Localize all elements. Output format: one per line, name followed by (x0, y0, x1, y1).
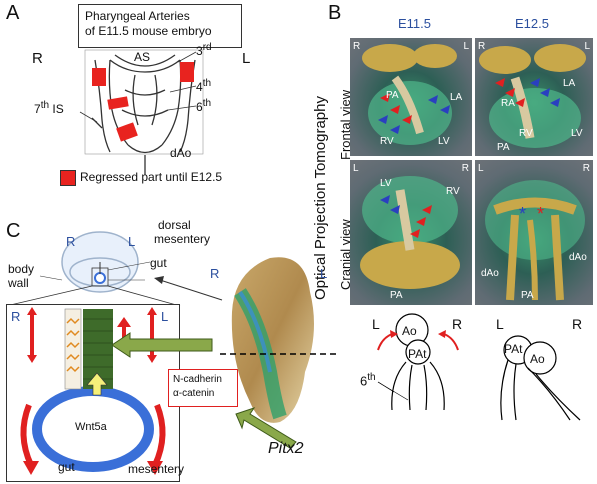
regressed-segment-3rd-left (92, 68, 106, 86)
arch-4th-label: 4th (196, 78, 212, 94)
panel-a-title-line2: of E11.5 mouse embryo (85, 24, 212, 38)
img2-lv-label: LV (571, 128, 583, 139)
alpha-catenin-label: α-catenin (173, 388, 215, 399)
panel-b-letter: B (328, 2, 342, 24)
sketch2-ao-label: Ao (530, 352, 545, 366)
panel-c-top-r: R (66, 234, 76, 249)
img1-pa-label: PA (386, 90, 399, 101)
n-cadherin-label: N-cadherin (173, 374, 222, 385)
gut-bottom-label: gut (58, 460, 75, 474)
regressed-segment-dao (116, 122, 138, 142)
img1-r-label: R (353, 41, 361, 52)
regressed-segment-3rd-right (180, 62, 194, 82)
embryo-r-label: R (210, 266, 220, 281)
img2-r-label: R (478, 41, 486, 52)
aortic-sac-label: AS (134, 50, 151, 64)
opt-image-e12-5-cranial: * * L R dAo dAo PA (475, 160, 593, 305)
wall-label: wall (8, 276, 29, 290)
magnified-l: L (161, 309, 169, 324)
panel-a-letter: A (6, 2, 20, 24)
panel-c-letter: C (6, 220, 21, 242)
red-arrow-group (380, 93, 412, 124)
img3-r-label: R (461, 163, 469, 174)
sketch1-l-label: L (372, 316, 380, 332)
sketch2-pat-label: PAt (504, 342, 523, 356)
svg-text:*: * (537, 204, 544, 224)
dorsal-label: dorsal (158, 218, 191, 232)
opt-image-e12-5-frontal: R L RA LA RV LV PA (475, 38, 593, 156)
img4-l-label: L (478, 163, 484, 174)
img1-la-label: LA (450, 92, 463, 103)
sketch1-ao-label: Ao (402, 324, 417, 338)
img3-rv-label: RV (446, 186, 460, 197)
img3-l-label: L (353, 163, 359, 174)
embryo-l-label: L (320, 266, 328, 281)
opt-image-e11-5-frontal: R L PA LA RV LV (350, 38, 472, 156)
wnt5a-label: Wnt5a (75, 421, 107, 433)
blue-arrow-group (378, 95, 450, 134)
img2-pa-label: PA (497, 142, 510, 153)
panel-a-title-line1: Pharyngeal Arteries (85, 9, 190, 23)
img2-la-label: LA (563, 78, 576, 89)
img1-lv-label: LV (438, 136, 450, 147)
cell-zigzags (66, 317, 80, 373)
panel-a-left-label: L (242, 50, 251, 67)
legend-text: Regressed part until E12.5 (80, 170, 223, 184)
img2-ra-label: RA (501, 98, 515, 109)
arch-3rd-label: 3rd (196, 42, 212, 58)
arch-6th-label: 6th (196, 98, 212, 114)
gut-top-label: gut (150, 256, 167, 270)
green-arrow-top (112, 332, 213, 358)
opt-image-e11-5-cranial: L R LV RV PA (350, 160, 472, 305)
body-label: body (8, 262, 35, 276)
img1-l-label: L (463, 41, 469, 52)
column-e12-5: E12.5 (515, 16, 549, 31)
magnified-view-box: R L Wnt5a (6, 304, 180, 482)
pitx2-label: Pitx2 (268, 440, 304, 457)
mesentery-bottom-label: mesentery (128, 462, 185, 476)
img4-dao-left-label: dAo (481, 268, 499, 279)
panel-a-title-box: Pharyngeal Arteries of E11.5 mouse embry… (78, 4, 242, 48)
sketch2-r-label: R (572, 316, 583, 332)
sketch1-r-label: R (452, 316, 463, 332)
img3-pa-label: PA (390, 290, 403, 301)
protein-label-box: N-cadherin α-catenin (168, 369, 238, 407)
column-e11-5: E11.5 (398, 16, 432, 31)
embryo-image (220, 257, 340, 423)
sketch1-sixth-label: 6th (360, 372, 376, 389)
panel-a-right-label: R (32, 50, 43, 67)
img4-dao-right-label: dAo (569, 252, 587, 263)
panel-c-top-l: L (128, 234, 136, 249)
magnified-r: R (11, 309, 21, 324)
red-arrows (20, 307, 166, 475)
img4-pa-label: PA (521, 290, 534, 301)
pharyngeal-arteries-diagram (79, 49, 204, 175)
yellow-up-arrow (86, 372, 108, 396)
sketch-e11-5 (377, 313, 459, 411)
sketch-e12-5 (500, 335, 581, 421)
img2-l-label: L (584, 41, 590, 52)
img2-rv-label: RV (519, 128, 533, 139)
img4-r-label: R (582, 163, 590, 174)
green-arrow-bottom (235, 407, 297, 449)
regressed-segment-4th (107, 96, 129, 110)
mesentery-top-label: mesentery (154, 232, 211, 246)
img3-lv-label: LV (380, 178, 392, 189)
img1-rv-label: RV (380, 136, 394, 147)
dorsal-aorta-label: dAo (170, 146, 192, 160)
intersegmental-7th-label: 7th IS (34, 100, 64, 116)
svg-text:*: * (519, 204, 526, 224)
legend-swatch (60, 170, 76, 186)
sketch1-pat-label: PAt (408, 347, 427, 361)
embryo-cross-section (39, 231, 151, 293)
sketch2-l-label: L (496, 316, 504, 332)
